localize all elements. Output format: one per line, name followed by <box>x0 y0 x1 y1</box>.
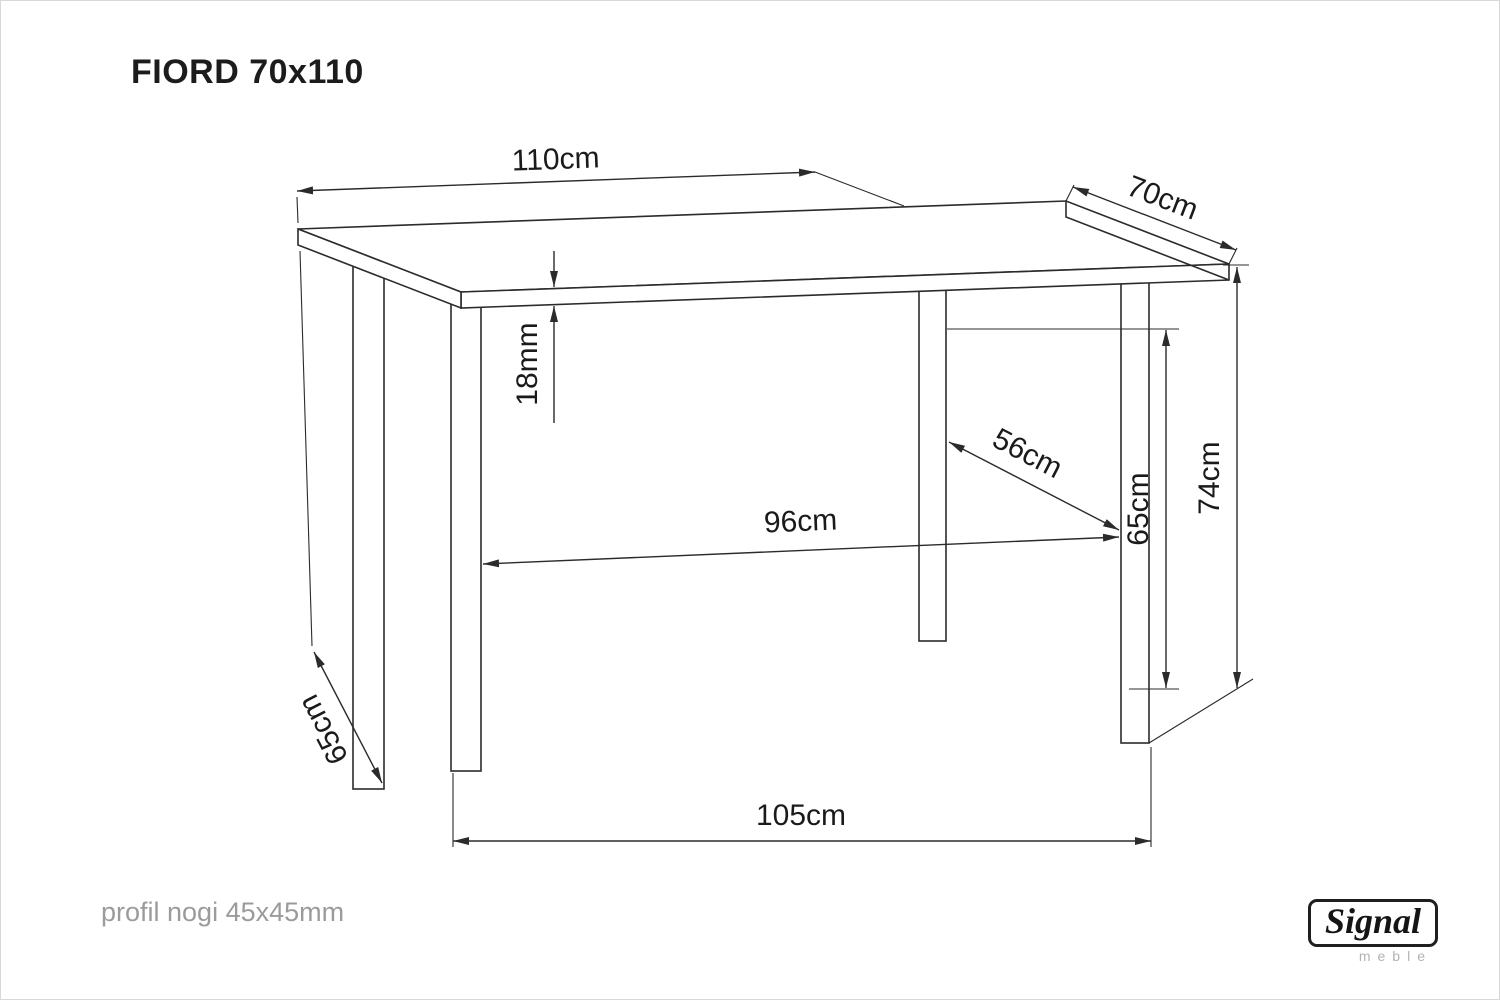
dim-legs-inner-depth-line <box>948 441 1120 531</box>
dim-floor-length: 105cm <box>452 747 1152 847</box>
dim-floor-depth-line <box>313 651 383 784</box>
tabletop-right-bottom-edge <box>1065 201 1230 281</box>
dim-total-height-label: 74cm <box>1193 441 1226 514</box>
dim-floor-depth-ext <box>299 250 313 647</box>
dim-legs-inner-length: 96cm <box>482 503 1120 568</box>
dim-total-height-ext-bottom <box>1148 678 1254 744</box>
dim-legs-inner-length-line <box>482 533 1120 568</box>
dim-tabletop-depth-ext-back <box>1065 184 1075 202</box>
dim-legs-inner-depth: 56cm <box>948 422 1120 531</box>
dim-tabletop-length: 110cm <box>296 141 905 224</box>
dim-tabletop-thickness-label: 18mm <box>511 322 544 405</box>
dim-tabletop-thickness: 18mm <box>511 251 558 423</box>
dim-tabletop-depth-line <box>1072 186 1237 251</box>
dim-floor-depth-label: 65cm <box>292 689 355 769</box>
dim-tabletop-length-ext-left <box>296 196 299 224</box>
table-leg-front-right <box>1120 258 1150 744</box>
table-leg-back-left <box>352 250 385 790</box>
dim-tabletop-length-label: 110cm <box>511 141 600 177</box>
dim-tabletop-length-ext-right <box>814 171 905 207</box>
dim-tabletop-length-line <box>296 168 816 195</box>
dim-legs-inner-length-label: 96cm <box>763 503 838 539</box>
brand-logo-subtitle: meble <box>1358 947 1432 964</box>
dim-leg-height: 65cm <box>947 328 1179 690</box>
dim-legs-inner-depth-label: 56cm <box>987 422 1067 485</box>
leg-profile-note: profil nogi 45x45mm <box>101 897 345 927</box>
brand-logo: Signal meble <box>1213 899 1438 964</box>
dim-total-height: 74cm <box>1148 264 1254 744</box>
page-title: FIORD 70x110 <box>131 53 364 91</box>
dim-floor-length-label: 105cm <box>756 799 846 832</box>
brand-logo-name: Signal <box>1307 899 1438 947</box>
dim-tabletop-depth-ext-front <box>1228 247 1238 265</box>
table-leg-front-left <box>450 278 482 772</box>
table-leg-back-right <box>918 250 947 642</box>
table-figure <box>297 200 1230 790</box>
dim-tabletop-depth-label: 70cm <box>1122 170 1202 227</box>
tabletop-left-face <box>297 227 462 310</box>
dim-leg-height-label: 65cm <box>1122 472 1155 545</box>
